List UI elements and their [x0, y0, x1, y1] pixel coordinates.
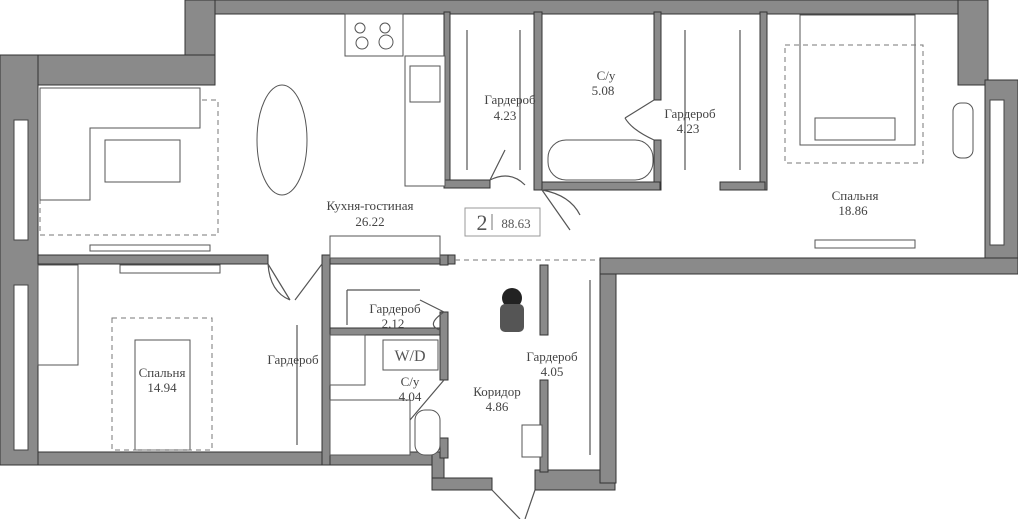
room-name: С/у	[597, 68, 616, 83]
room-labels: Кухня-гостиная 26.22 Гардероб 4.23 С/у 5…	[139, 68, 879, 414]
total-area: 88.63	[501, 216, 530, 231]
room-name: Гардероб	[267, 352, 319, 367]
room-name: Коридор	[473, 384, 521, 399]
wardrobe-rails	[296, 30, 741, 455]
windows	[13, 99, 1005, 451]
room-area: 4.23	[494, 108, 517, 123]
room-name: Гардероб	[526, 349, 578, 364]
room-area: 4.86	[486, 399, 509, 414]
dining-table	[256, 84, 308, 196]
toilet	[414, 409, 441, 456]
room-name: Гардероб	[484, 92, 536, 107]
bed-second	[134, 339, 191, 451]
furniture	[37, 13, 974, 458]
room-area: 2.12	[382, 316, 405, 331]
room-name: Гардероб	[369, 301, 421, 316]
doors	[267, 99, 655, 519]
stove	[344, 13, 404, 57]
room-name: Спальня	[832, 188, 879, 203]
room-name: Гардероб	[664, 106, 716, 121]
electrical-panel	[521, 424, 543, 458]
room-area: 4.23	[677, 121, 700, 136]
sofa	[39, 87, 201, 201]
room-name: С/у	[401, 374, 420, 389]
room-area: 26.22	[355, 214, 384, 229]
person-figure	[502, 288, 522, 308]
room-area: 14.94	[147, 380, 177, 395]
room-area: 4.05	[541, 364, 564, 379]
room-name: Кухня-гостиная	[327, 198, 414, 213]
room-area: 4.04	[399, 389, 422, 404]
bathtub	[547, 139, 654, 181]
room-area: 18.86	[838, 203, 868, 218]
rooms-count: 2	[477, 210, 488, 235]
shower	[329, 399, 411, 456]
washer-label: W/D	[394, 348, 425, 365]
apartment-badge: 2 88.63	[464, 207, 541, 237]
room-name: Спальня	[139, 365, 186, 380]
washer	[382, 339, 439, 371]
desk	[37, 264, 79, 366]
room-area: 5.08	[592, 83, 615, 98]
